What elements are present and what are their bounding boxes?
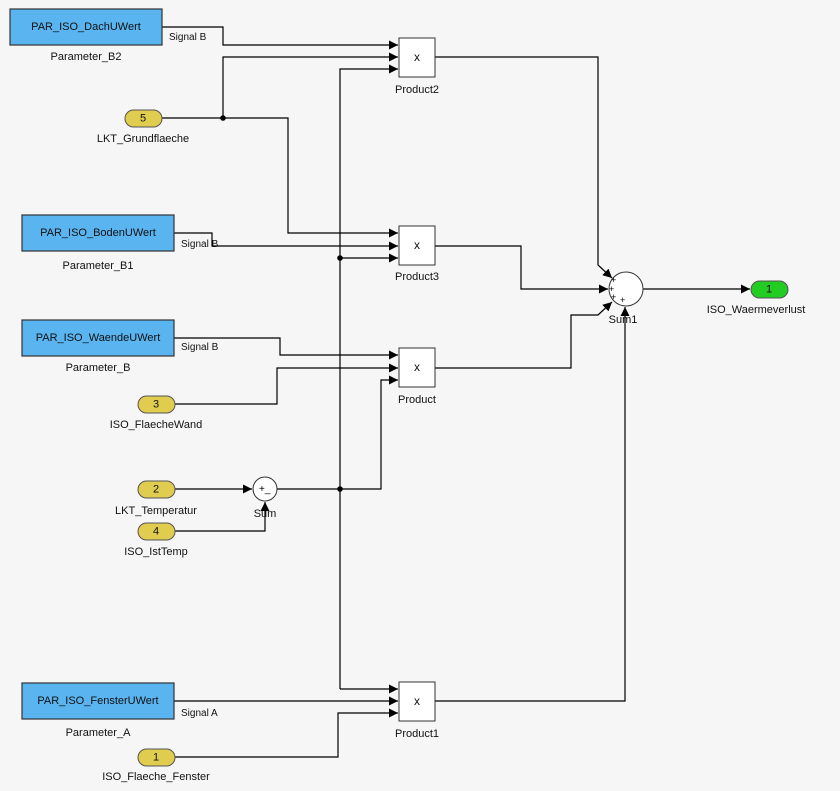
wire[interactable] [162, 26, 398, 50]
wire[interactable] [435, 56, 613, 279]
signal-label: Signal B [169, 32, 207, 43]
wire[interactable] [174, 337, 398, 360]
inport-5[interactable]: 5 LKT_Grundflaeche [97, 109, 189, 145]
block-label: Product [398, 394, 436, 406]
block-label: Product1 [395, 728, 439, 740]
port-label: LKT_Temperatur [115, 505, 197, 517]
wire[interactable] [174, 232, 398, 251]
port-number: 4 [153, 526, 159, 538]
wire[interactable] [175, 363, 398, 405]
wire[interactable] [435, 245, 608, 294]
inport-1[interactable]: 1 ISO_Flaeche_Fenster [102, 748, 210, 783]
block-label: Parameter_A [66, 727, 131, 739]
inport-4[interactable]: 4 ISO_IstTemp [124, 522, 188, 558]
block-text: PAR_ISO_WaendeUWert [36, 332, 161, 344]
block-text: PAR_ISO_BodenUWert [40, 227, 156, 239]
wire[interactable] [435, 301, 613, 369]
signal-label: Signal B [181, 342, 219, 353]
sum-sign: + [611, 275, 616, 285]
signal-label: Signal B [181, 239, 219, 250]
signal-label: Signal A [181, 708, 218, 719]
block-label: Parameter_B1 [63, 260, 134, 272]
block-text: PAR_ISO_FensterUWert [37, 695, 158, 707]
junction [337, 486, 343, 492]
port-label: ISO_IstTemp [124, 546, 188, 558]
parameter-block-b[interactable]: PAR_ISO_WaendeUWert Parameter_B Signal B [21, 319, 219, 374]
product-block[interactable]: x Product [398, 347, 436, 406]
port-number: 3 [153, 399, 159, 411]
sum-sign: + [609, 284, 614, 294]
block-label: Parameter_B2 [51, 51, 122, 63]
inport-2[interactable]: 2 LKT_Temperatur [115, 480, 197, 517]
parameter-block-b1[interactable]: PAR_ISO_BodenUWert Parameter_B1 Signal B [21, 214, 219, 272]
port-label: LKT_Grundflaeche [97, 133, 189, 145]
product-symbol: x [414, 238, 420, 252]
parameter-block-b2[interactable]: PAR_ISO_DachUWert Parameter_B2 Signal B [9, 8, 207, 63]
product-symbol: x [414, 50, 420, 64]
port-number: 2 [153, 484, 159, 496]
port-label: ISO_Flaeche_Fenster [102, 771, 210, 783]
block-label: Product2 [395, 84, 439, 96]
port-label: ISO_Waermeverlust [707, 304, 806, 316]
product3-block[interactable]: x Product3 [395, 225, 439, 283]
port-number: 1 [153, 752, 159, 764]
wire[interactable] [277, 375, 398, 490]
junction [220, 115, 226, 121]
product1-block[interactable]: x Product1 [395, 681, 439, 740]
wire[interactable] [435, 307, 630, 702]
inport-3[interactable]: 3 ISO_FlaecheWand [110, 395, 203, 431]
product2-block[interactable]: x Product2 [395, 37, 439, 96]
junction [337, 255, 343, 261]
wire[interactable] [339, 64, 398, 689]
product-symbol: x [414, 694, 420, 708]
sum-block[interactable]: +_ Sum [252, 476, 278, 520]
block-label: Sum [254, 508, 277, 520]
wire[interactable] [222, 52, 398, 118]
block-label: Product3 [395, 271, 439, 283]
sum-sign: + [620, 295, 625, 305]
block-label: Sum1 [609, 314, 638, 326]
port-label: ISO_FlaecheWand [110, 419, 203, 431]
wire[interactable] [162, 117, 398, 238]
sum-signs: +_ [259, 484, 271, 495]
wire[interactable] [175, 708, 398, 758]
port-number: 5 [140, 113, 146, 125]
block-text: PAR_ISO_DachUWert [31, 21, 141, 33]
parameter-block-a[interactable]: PAR_ISO_FensterUWert Parameter_A Signal … [21, 682, 218, 739]
wire[interactable] [175, 502, 270, 532]
outport-1[interactable]: 1 ISO_Waermeverlust [707, 280, 806, 316]
sum1-block[interactable]: + + + + Sum1 [608, 271, 644, 326]
sum-sign: + [611, 292, 616, 302]
block-label: Parameter_B [66, 362, 131, 374]
port-number: 1 [766, 284, 772, 296]
product-symbol: x [414, 360, 420, 374]
signal-lines [162, 26, 750, 758]
